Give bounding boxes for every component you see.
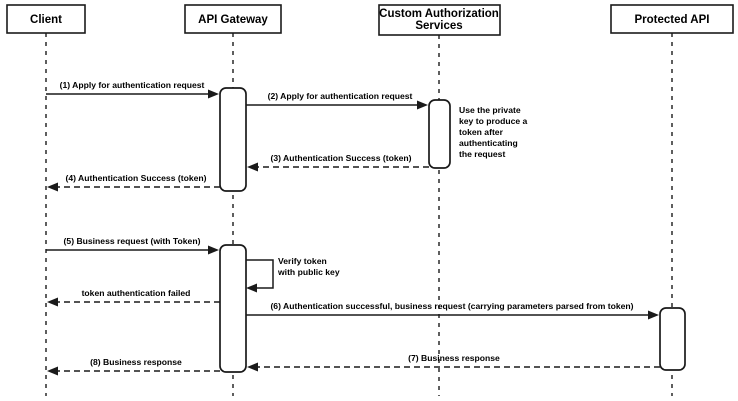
- message-6-arrowhead-icon: [648, 310, 659, 320]
- message-self-verify-token-label-line1: Verify token: [278, 256, 327, 266]
- message-2-apply-authentication-request[interactable]: (2) Apply for authentication request: [246, 91, 428, 110]
- note-private-key-line-1: Use the private: [459, 105, 521, 115]
- participant-label-custom-auth-line1: Custom Authorization: [379, 8, 499, 20]
- activation-api-gateway-business: [219, 244, 247, 373]
- participant-label-client: Client: [30, 14, 62, 26]
- message-6-label: (6) Authentication successful, business …: [270, 301, 633, 311]
- message-6-authentication-successful-business-request[interactable]: (6) Authentication successful, business …: [246, 301, 659, 320]
- note-private-key-line-5: the request: [459, 149, 505, 159]
- activation-protected-api: [659, 307, 686, 371]
- message-5-label: (5) Business request (with Token): [64, 236, 201, 246]
- participant-box-custom-auth[interactable]: [378, 4, 501, 36]
- participant-box-protected-api[interactable]: [610, 4, 734, 34]
- message-8-arrowhead-icon: [47, 366, 58, 376]
- message-7-label: (7) Business response: [408, 353, 500, 363]
- message-token-authentication-failed[interactable]: token authentication failed: [47, 288, 220, 307]
- note-private-key-line-4: authenticating: [459, 138, 518, 148]
- message-3-label: (3) Authentication Success (token): [270, 153, 411, 163]
- note-private-key-line-3: token after: [459, 127, 504, 137]
- message-self-verify-token-arrowhead-icon: [246, 283, 257, 293]
- message-token-authentication-failed-arrowhead-icon: [47, 297, 58, 307]
- participant-headers: Client API Gateway Custom Authorization …: [6, 4, 734, 36]
- participant-label-custom-auth-line2: Services: [415, 20, 462, 32]
- message-token-authentication-failed-label: token authentication failed: [82, 288, 191, 298]
- message-5-arrowhead-icon: [208, 245, 219, 255]
- message-3-arrowhead-icon: [247, 162, 258, 172]
- message-2-label: (2) Apply for authentication request: [268, 91, 413, 101]
- participant-label-api-gateway: API Gateway: [198, 14, 268, 26]
- message-1-label: (1) Apply for authentication request: [60, 80, 205, 90]
- message-7-business-response[interactable]: (7) Business response: [247, 353, 660, 372]
- message-self-verify-token-label-line2: with public key: [277, 267, 340, 277]
- note-private-key: Use the private key to produce a token a…: [459, 105, 528, 159]
- activation-bars: [219, 87, 686, 373]
- message-3-authentication-success-token[interactable]: (3) Authentication Success (token): [247, 153, 429, 172]
- message-2-arrowhead-icon: [417, 100, 428, 110]
- message-4-label: (4) Authentication Success (token): [65, 173, 206, 183]
- message-1-arrowhead-icon: [208, 89, 219, 99]
- activation-api-gateway-auth: [219, 87, 247, 192]
- message-8-label: (8) Business response: [90, 357, 182, 367]
- note-private-key-line-2: key to produce a: [459, 116, 528, 126]
- message-5-business-request-with-token[interactable]: (5) Business request (with Token): [46, 236, 219, 255]
- message-self-verify-token-line: [246, 259, 274, 289]
- participant-box-api-gateway[interactable]: [184, 4, 282, 34]
- message-4-authentication-success-token[interactable]: (4) Authentication Success (token): [47, 173, 220, 192]
- message-4-arrowhead-icon: [47, 182, 58, 192]
- participant-box-client[interactable]: [6, 4, 86, 34]
- participant-label-protected-api: Protected API: [635, 14, 710, 26]
- message-self-verify-token[interactable]: Verify token with public key: [246, 256, 340, 293]
- message-8-business-response[interactable]: (8) Business response: [47, 357, 220, 376]
- activation-custom-auth-service: [428, 99, 451, 169]
- message-1-apply-authentication-request[interactable]: (1) Apply for authentication request: [46, 80, 219, 99]
- message-7-arrowhead-icon: [247, 362, 258, 372]
- lifelines-group: [45, 33, 673, 396]
